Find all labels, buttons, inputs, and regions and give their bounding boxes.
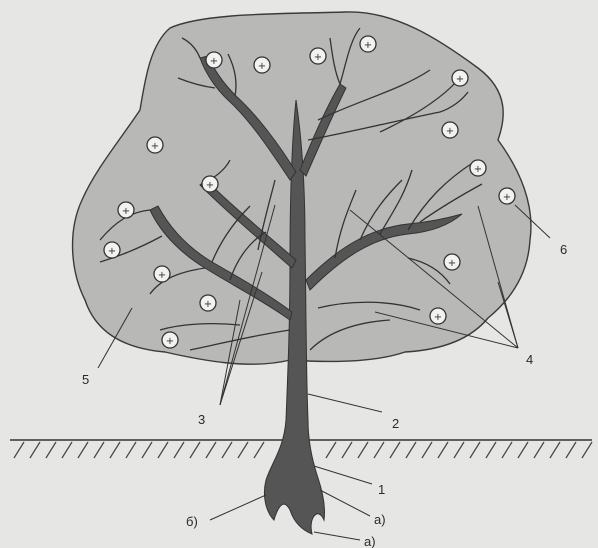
fruit-marker: + [254, 57, 270, 73]
label-twigs: 4 [526, 352, 533, 367]
fruit-plus: + [503, 192, 511, 203]
fruit-marker: + [470, 160, 486, 176]
label-crown: 5 [82, 372, 89, 387]
fruit-marker: + [118, 202, 134, 218]
fruit-plus: + [446, 126, 454, 137]
label-trunk: 2 [392, 416, 399, 431]
fruit-marker: + [200, 295, 216, 311]
label-root-a-right: а) [374, 512, 386, 527]
fruit-plus: + [448, 258, 456, 269]
fruit-plus: + [122, 206, 130, 217]
fruit-marker: + [162, 332, 178, 348]
fruit-marker: + [202, 176, 218, 192]
fruit-plus: + [206, 180, 214, 191]
label-root-base: 1 [378, 482, 385, 497]
fruit-plus: + [108, 246, 116, 257]
fruit-marker: + [452, 70, 468, 86]
fruit-marker: + [147, 137, 163, 153]
label-root-a-bottom: а) [364, 534, 376, 548]
fruit-marker: + [442, 122, 458, 138]
fruit-plus: + [166, 336, 174, 347]
fruit-plus: + [158, 270, 166, 281]
fruit-plus: + [314, 52, 322, 63]
fruit-marker: + [104, 242, 120, 258]
fruit-marker: + [310, 48, 326, 64]
label-fruit: 6 [560, 242, 567, 257]
fruit-plus: + [474, 164, 482, 175]
fruit-plus: + [456, 74, 464, 85]
fruit-plus: + [151, 141, 159, 152]
fruit-marker: + [206, 52, 222, 68]
fruit-plus: + [204, 299, 212, 310]
fruit-plus: + [434, 312, 442, 323]
label-branches: 3 [198, 412, 205, 427]
fruit-marker: + [499, 188, 515, 204]
fruit-marker: + [430, 308, 446, 324]
label-root-b: б) [186, 514, 198, 529]
fruit-plus: + [210, 56, 218, 67]
fruit-marker: + [360, 36, 376, 52]
fruit-plus: + [258, 61, 266, 72]
fruit-plus: + [364, 40, 372, 51]
fruit-marker: + [444, 254, 460, 270]
fruit-marker: + [154, 266, 170, 282]
